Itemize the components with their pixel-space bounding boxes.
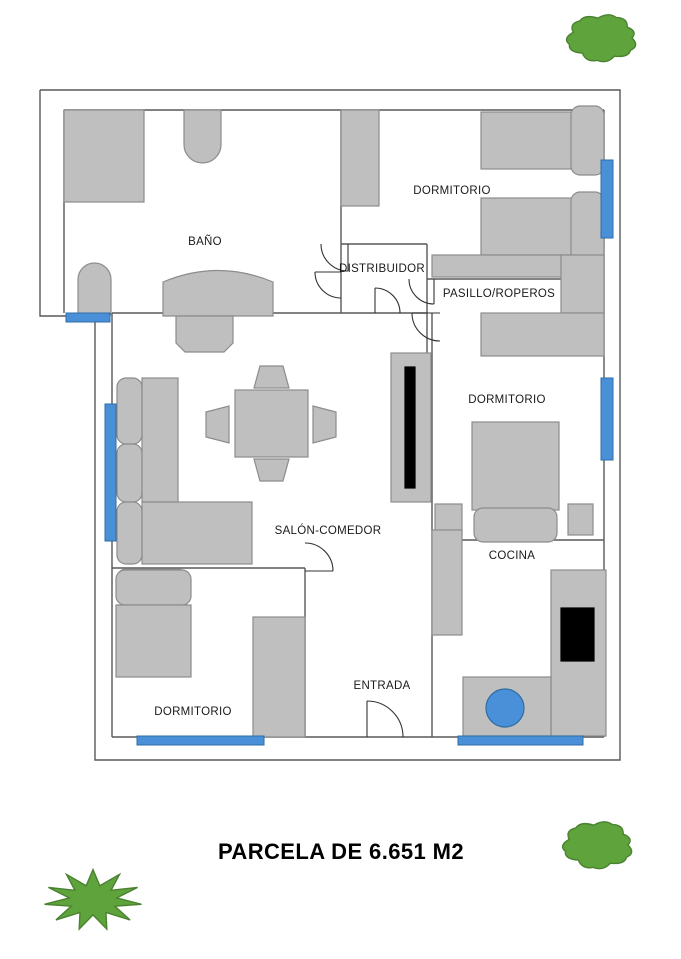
door-arc xyxy=(411,312,441,342)
room-label-entrada: ENTRADA xyxy=(353,680,410,692)
fixture-group-dormitorio_top xyxy=(340,105,605,357)
sink xyxy=(485,688,525,728)
bed-bottom xyxy=(115,604,192,678)
door-arc xyxy=(304,542,334,572)
sofa-body-upper xyxy=(141,377,179,503)
bed-pillow xyxy=(473,507,558,543)
sofa-back-lower xyxy=(116,501,143,565)
wardrobe-top-left xyxy=(340,109,380,207)
window-mid-left xyxy=(104,403,117,542)
room-label-dormitorio-mid: DORMITORIO xyxy=(468,394,546,406)
door-entrada xyxy=(366,700,404,738)
sofa-body-lower xyxy=(141,501,253,565)
door-arc xyxy=(314,271,342,299)
bed-pillow xyxy=(570,191,605,262)
bed-mid xyxy=(471,421,560,543)
closet-block-lower xyxy=(480,312,605,357)
room-label-distribuidor: DISTRIBUIDOR xyxy=(339,263,425,275)
door-pasillo-north xyxy=(408,278,435,305)
fridge-column xyxy=(431,529,463,636)
chair-west xyxy=(205,405,230,444)
nightstand-right xyxy=(567,503,594,536)
fixture-group-cocina xyxy=(431,529,607,737)
sofa-back-mid xyxy=(116,443,143,503)
shrub-bottom-left xyxy=(44,867,142,931)
door-pasillo-south xyxy=(411,312,441,342)
chair-north xyxy=(253,365,290,389)
bath-vanity-counter xyxy=(162,269,274,317)
window-top-right xyxy=(600,159,614,239)
tv-screen xyxy=(404,366,416,489)
door-distribuidor-south xyxy=(374,287,401,314)
fixture-group-dormitorio_bot xyxy=(115,569,306,738)
door-dormitorio-bottom xyxy=(304,542,334,572)
window-bath-left xyxy=(65,312,111,323)
window-mid-right xyxy=(600,377,614,461)
bath-cabinet-top-left xyxy=(63,109,145,203)
room-label-bano: BAÑO xyxy=(188,235,222,248)
fixture-group-dormitorio_mid xyxy=(390,352,594,543)
room-label-salon-comedor: SALÓN-COMEDOR xyxy=(275,524,382,537)
door-arc xyxy=(366,700,404,738)
sofa-back-upper xyxy=(116,377,143,445)
bed-top-1 xyxy=(480,105,605,176)
bed-mattress xyxy=(480,111,574,170)
door-arc xyxy=(374,287,401,314)
bed-mattress xyxy=(471,421,560,511)
bath-shower-column xyxy=(183,109,222,164)
wall-segment xyxy=(39,89,621,761)
chair-south xyxy=(253,458,290,482)
door-arc xyxy=(320,243,349,272)
bed-bottom-pillow xyxy=(115,569,192,606)
page-title: PARCELA DE 6.651 M2 xyxy=(218,839,464,864)
vegetation-layer xyxy=(44,14,637,931)
oven xyxy=(560,607,595,662)
bed-pillow xyxy=(570,105,605,176)
windows-layer xyxy=(65,159,614,746)
bush-bottom-right xyxy=(561,821,633,870)
door-arc xyxy=(408,278,435,305)
closet-block-right xyxy=(560,254,605,314)
door-distribuidor-north xyxy=(320,243,349,272)
chair-east xyxy=(312,405,337,444)
bed-mattress xyxy=(480,197,574,256)
doors-layer xyxy=(304,243,441,738)
wardrobe-bottom xyxy=(252,616,306,738)
bed-top-2 xyxy=(480,191,605,262)
window-bottom-left xyxy=(136,735,265,746)
room-label-cocina: COCINA xyxy=(489,550,536,562)
toilet xyxy=(77,262,112,316)
fixture-group-bathroom xyxy=(63,109,274,353)
room-label-pasillo-roperos: PASILLO/ROPEROS xyxy=(443,288,555,300)
room-label-dormitorio-top: DORMITORIO xyxy=(413,185,491,197)
furniture-layer xyxy=(63,105,607,738)
closet-strip-top xyxy=(431,254,563,278)
room-label-dormitorio-bot: DORMITORIO xyxy=(154,706,232,718)
bath-lower-unit xyxy=(175,315,234,353)
window-bottom-right xyxy=(457,735,584,746)
room-labels-layer: BAÑO DORMITORIO DISTRIBUIDOR PASILLO/ROPERO… xyxy=(154,185,555,718)
bush-top-right xyxy=(565,14,637,63)
dining-table xyxy=(234,389,309,458)
door-distribuidor-west xyxy=(314,271,342,299)
